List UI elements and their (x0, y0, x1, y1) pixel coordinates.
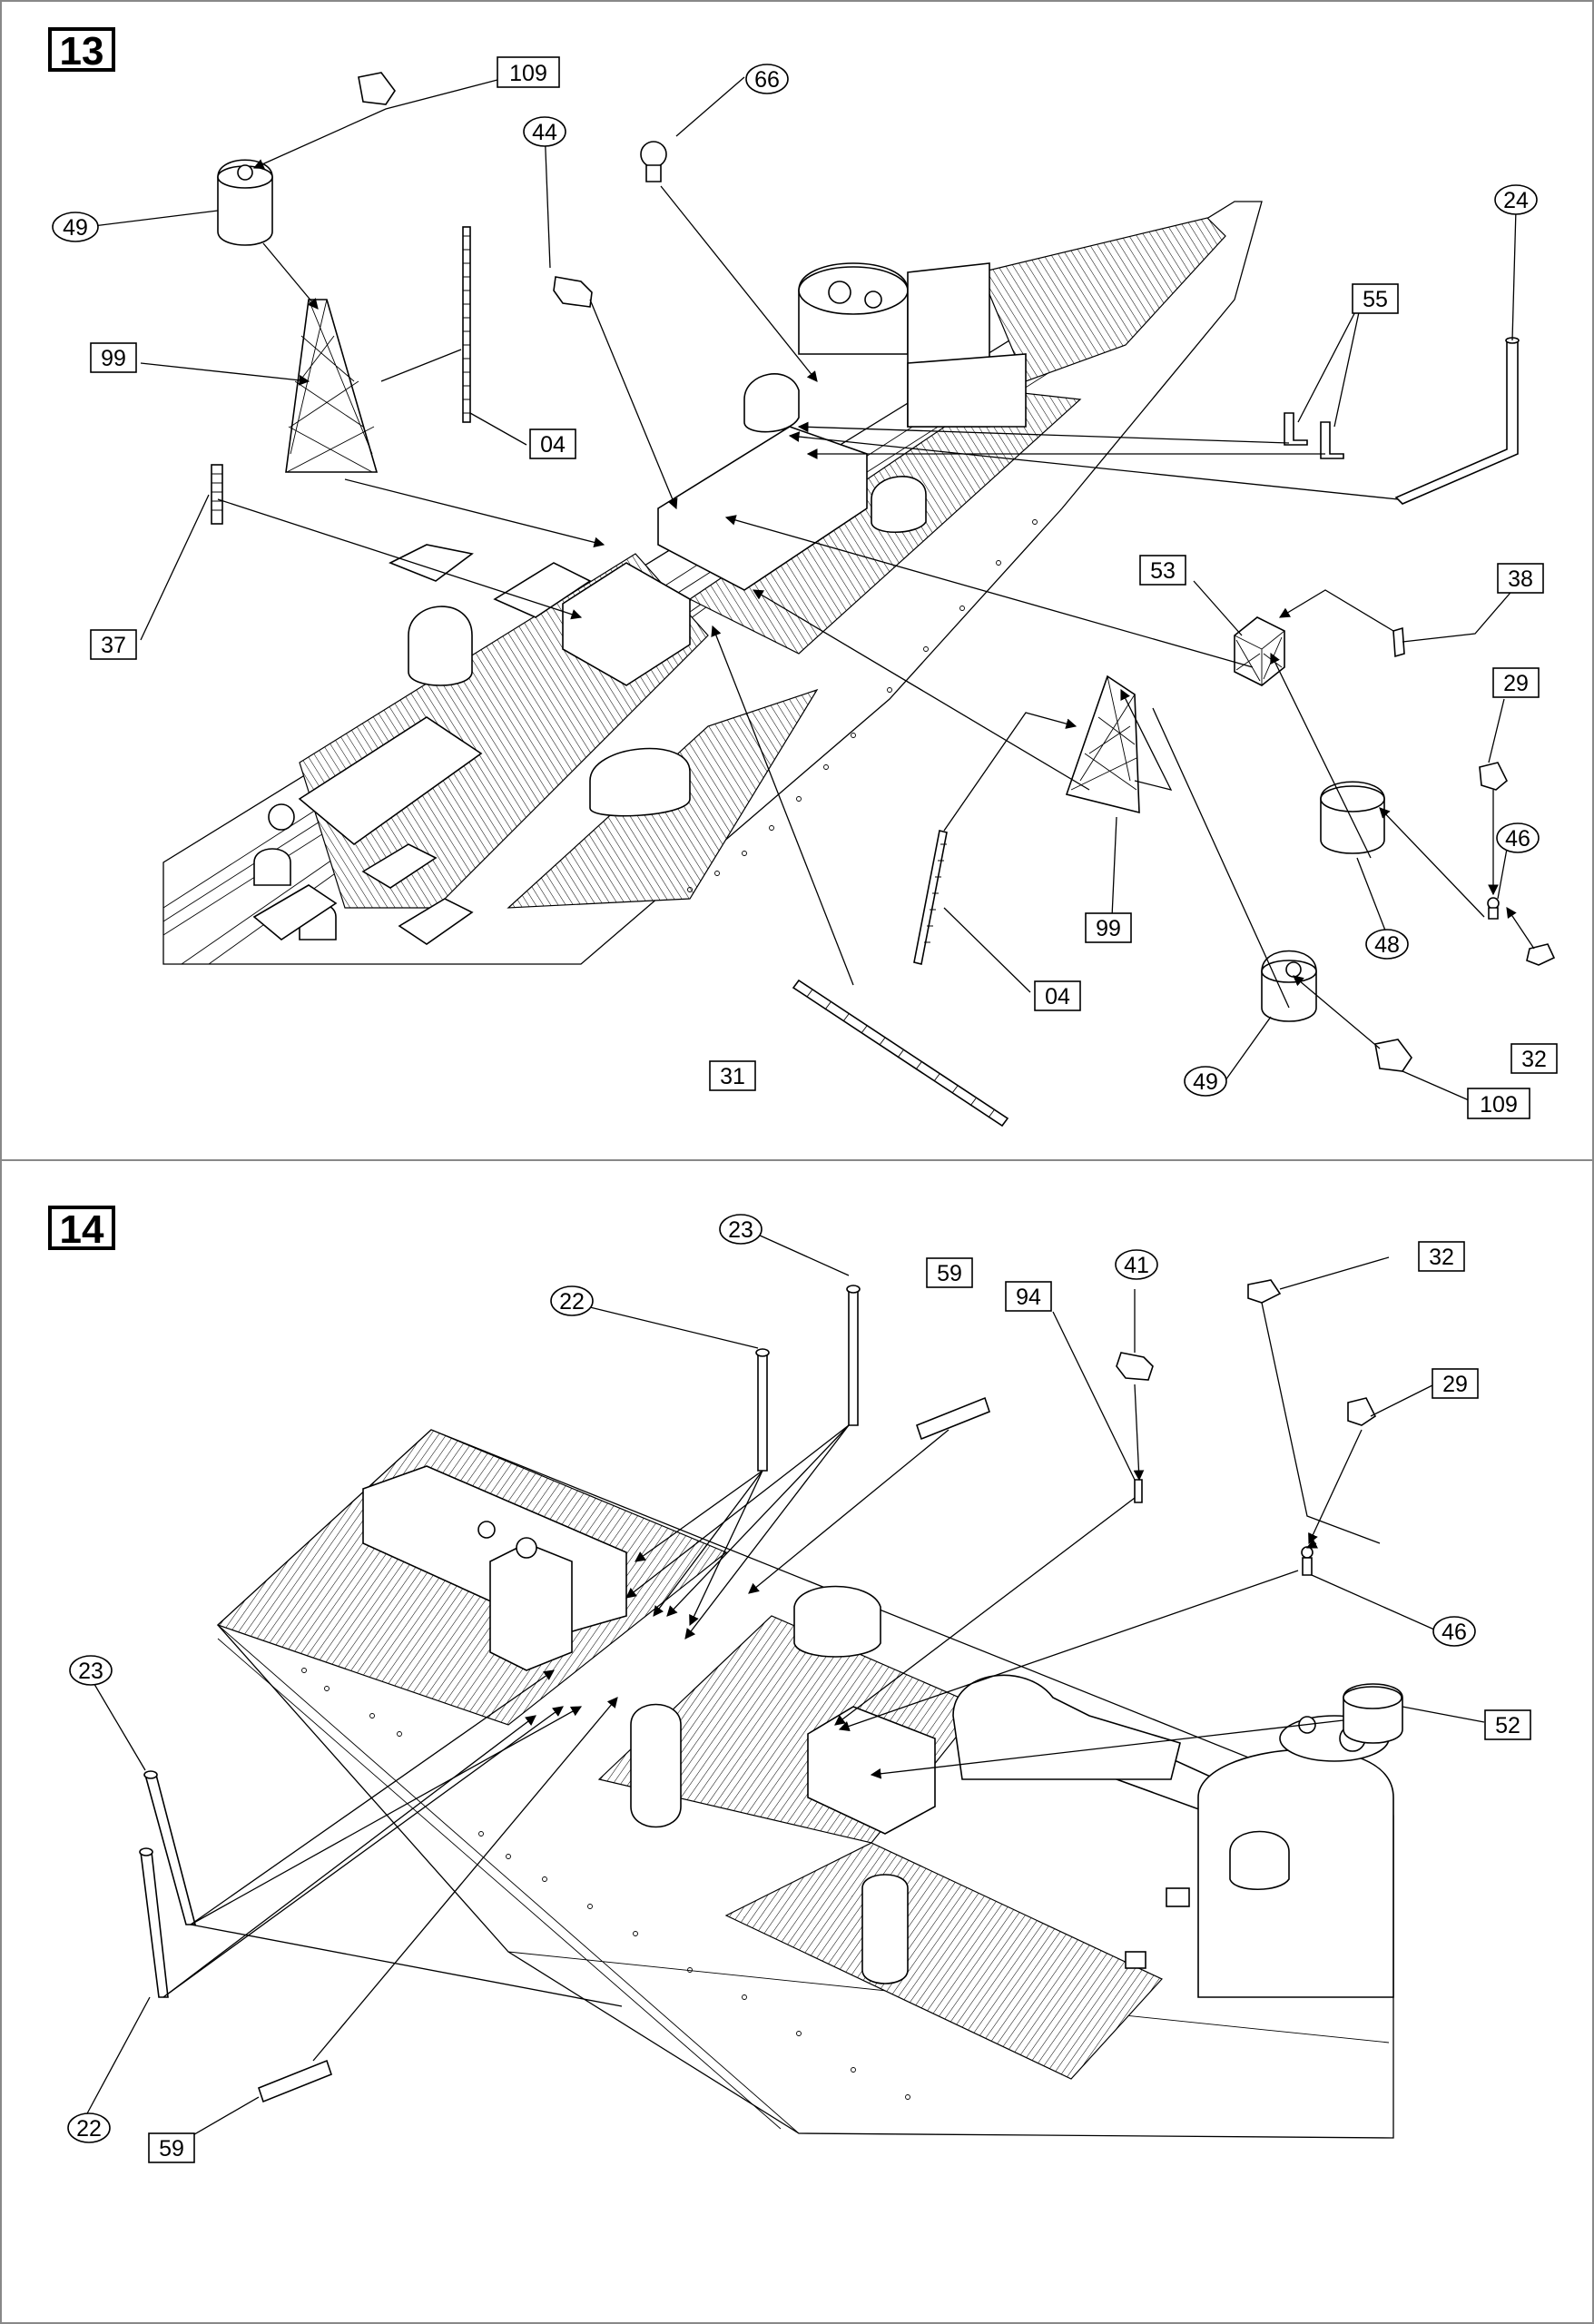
clip-32 (1526, 943, 1556, 966)
mast-22-upper (757, 1352, 768, 1472)
callout-49: 49 (63, 215, 88, 241)
callout-31: 31 (720, 1064, 745, 1089)
horn-44 (553, 276, 593, 308)
loose-parts (139, 1279, 1403, 2103)
callout-32: 32 (1521, 1047, 1547, 1072)
leader-lines (85, 1234, 1485, 2148)
callout-99: 99 (101, 346, 126, 371)
step-number-box (48, 27, 115, 72)
callout-24: 24 (1503, 188, 1529, 213)
callout-23: 23 (728, 1217, 753, 1243)
ladder-04-lower (913, 830, 948, 965)
lamp-66 (640, 141, 667, 168)
ladder-38 (1392, 626, 1405, 658)
callout-46: 46 (1505, 826, 1530, 852)
bracket-109-upper (358, 72, 396, 105)
step-14: 14 (48, 1206, 1531, 2163)
callout-32: 32 (1429, 1245, 1454, 1270)
pin-46 (1301, 1546, 1314, 1559)
pipe-24 (1394, 340, 1519, 505)
callout-23: 23 (78, 1659, 103, 1684)
callout-109: 109 (509, 61, 547, 86)
callouts-step-14: 23 59 94 41 32 22 29 46 52 23 22 59 (67, 1214, 1531, 2163)
ship-deck-assembly (216, 1429, 1394, 2139)
portholes (301, 1668, 910, 2100)
callout-29: 29 (1442, 1372, 1468, 1397)
callout-46: 46 (1441, 1620, 1467, 1645)
bracket-55 (1284, 412, 1308, 446)
bracket-29 (1347, 1397, 1377, 1426)
mast-23-upper (848, 1288, 859, 1426)
callout-37: 37 (101, 633, 126, 658)
ship-deck-assembly (162, 201, 1263, 965)
ladder-59-upper (916, 1396, 990, 1441)
callout-22: 22 (76, 2116, 102, 2142)
callout-59: 59 (159, 2136, 184, 2162)
callout-52: 52 (1495, 1713, 1520, 1738)
horn-41 (1116, 1352, 1154, 1381)
bracket-109-lower (1374, 1039, 1412, 1072)
step-number: 13 (60, 29, 104, 74)
loose-parts (211, 72, 1556, 1128)
step-13: 13 (48, 27, 1558, 1128)
rail-31 (792, 979, 1009, 1128)
callout-41: 41 (1124, 1253, 1149, 1278)
ladder-04-upper (462, 226, 471, 423)
callout-109: 109 (1480, 1092, 1518, 1118)
callout-49: 49 (1193, 1069, 1218, 1095)
mast-22-lower (140, 1851, 169, 1998)
step-number-box (48, 1206, 115, 1250)
bracket-29 (1479, 762, 1508, 791)
callout-38: 38 (1508, 566, 1533, 592)
callout-53: 53 (1150, 558, 1176, 584)
lattice-mast-99-left (285, 299, 379, 473)
step-number: 14 (60, 1207, 104, 1252)
callout-99: 99 (1096, 916, 1121, 941)
callout-94: 94 (1016, 1285, 1041, 1310)
clip-32 (1247, 1279, 1282, 1304)
post-94 (1134, 1479, 1143, 1503)
callout-48: 48 (1374, 932, 1400, 958)
ladder-59-lower (258, 2059, 332, 2103)
callout-66: 66 (754, 67, 780, 93)
leader-lines (85, 76, 1535, 1104)
callout-04: 04 (540, 432, 566, 458)
platform-53 (1234, 616, 1285, 686)
callouts-step-13: 109 66 44 49 99 04 37 24 55 53 38 29 (52, 56, 1558, 1119)
ladder-37 (211, 464, 223, 525)
callout-55: 55 (1363, 287, 1388, 312)
callout-04: 04 (1045, 984, 1070, 1009)
callout-44: 44 (532, 120, 557, 145)
portholes (687, 519, 1038, 892)
callout-29: 29 (1503, 671, 1529, 696)
callout-59: 59 (937, 1261, 962, 1286)
callout-22: 22 (559, 1289, 585, 1315)
